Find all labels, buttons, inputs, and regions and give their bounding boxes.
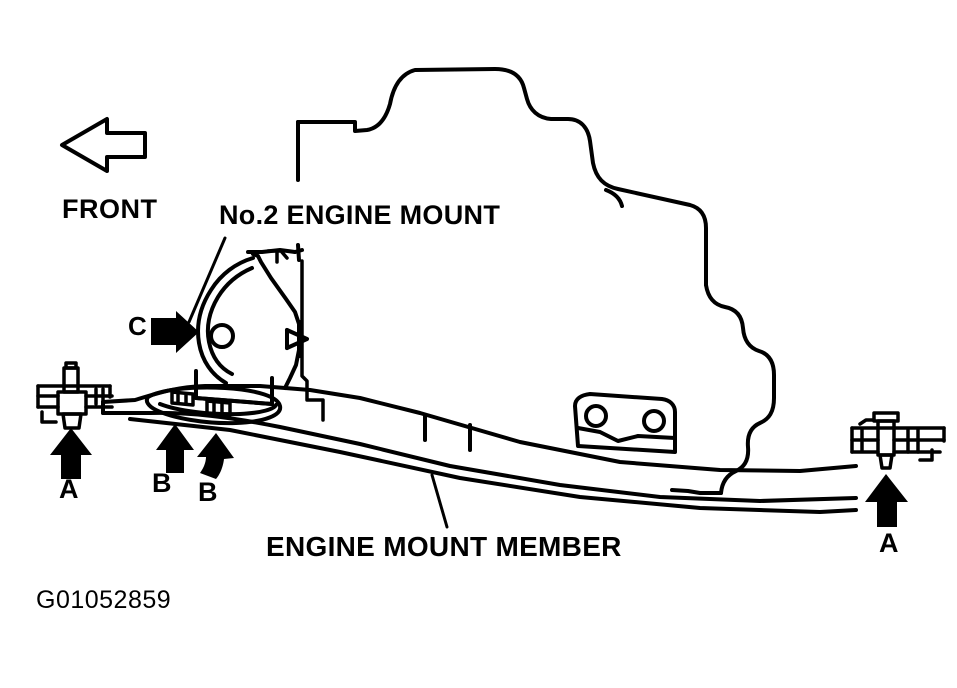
front-direction-label: FRONT	[62, 194, 158, 224]
center-mount-bracket	[573, 392, 677, 454]
arrow-a-left	[50, 428, 92, 479]
arrow-b-second	[197, 433, 234, 479]
callout-label-b-first: B	[152, 468, 172, 498]
leader-engine-mount-member	[430, 473, 449, 529]
callout-label-c: C	[128, 311, 147, 341]
leader-no2-engine-mount	[187, 236, 227, 324]
leader-lines	[187, 236, 449, 529]
left-mounting-bolt	[36, 361, 114, 430]
callout-label-a-left: A	[59, 474, 79, 504]
no2-engine-mount-bracket	[194, 248, 309, 406]
arrow-c	[151, 311, 199, 353]
arrow-a-right	[865, 474, 908, 527]
engine-mount-member	[101, 384, 858, 514]
no2-engine-mount-label: No.2 ENGINE MOUNT	[219, 200, 501, 230]
callout-arrows	[50, 311, 908, 527]
arrow-b-first	[156, 424, 194, 473]
engine-mount-member-label: ENGINE MOUNT MEMBER	[266, 531, 622, 562]
figure-id-label: G01052859	[36, 586, 172, 614]
callout-label-a-right: A	[879, 528, 899, 558]
mount-through-bolt-heads	[170, 390, 232, 417]
transmission-outline	[296, 67, 776, 495]
callout-label-b-second: B	[198, 477, 218, 507]
front-direction-arrow	[60, 117, 147, 173]
right-mounting-bolt	[850, 411, 946, 470]
